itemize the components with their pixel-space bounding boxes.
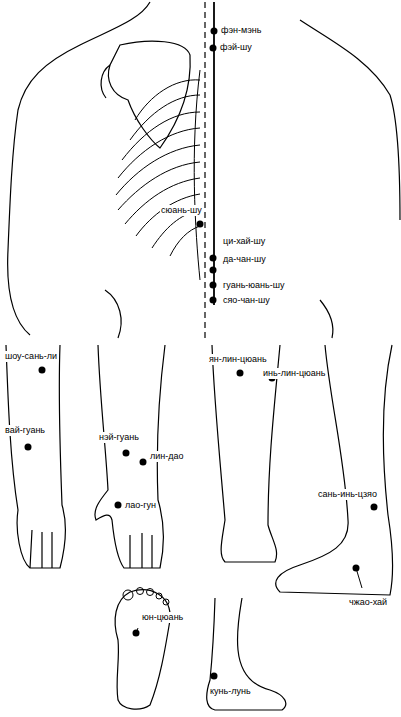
point-label: ян-лин-цюань: [208, 354, 268, 365]
arm-outline: [6, 345, 66, 568]
point-label: шоу-сань-ли: [4, 351, 58, 362]
leader-line: [136, 628, 138, 633]
body-outline: [320, 300, 333, 338]
point-label: фэй-шу: [219, 42, 253, 53]
hand: [130, 533, 152, 568]
point-label: сяо-чан-шу: [222, 295, 271, 306]
point-label: лин-дао: [149, 451, 185, 462]
toes: [123, 588, 169, 606]
body-outline: [8, 2, 150, 335]
point-label: ци-хай-шу: [222, 236, 266, 247]
ribs: [116, 70, 200, 280]
point-label: инь-лин-цюань: [262, 368, 327, 379]
point-label: нэй-гуань: [98, 432, 140, 443]
body-outline: [105, 290, 121, 338]
point-label: сань-инь-цзяо: [317, 489, 378, 500]
point-label: гуань-юань-шу: [222, 280, 285, 291]
acupoints: [25, 28, 378, 680]
scapula: [101, 65, 110, 98]
body-outline: [300, 20, 400, 220]
point-label: вай-гуань: [4, 425, 46, 436]
midline-dashed: [204, 2, 205, 338]
leg-outline: [276, 345, 393, 595]
leader-line: [356, 568, 362, 588]
sole-outline: [115, 590, 170, 709]
point-label: фэн-мэнь: [220, 25, 262, 36]
hand: [30, 530, 52, 568]
foot-outline: [207, 598, 286, 710]
point-label: да-чан-шу: [222, 254, 267, 265]
point-label: кунь-лунь: [209, 686, 252, 697]
point-label: юн-цюань: [141, 612, 184, 623]
point-label: чжао-хай: [348, 597, 388, 608]
point-label: сюань-шу: [160, 205, 203, 216]
point-label: лао-гун: [124, 500, 157, 511]
